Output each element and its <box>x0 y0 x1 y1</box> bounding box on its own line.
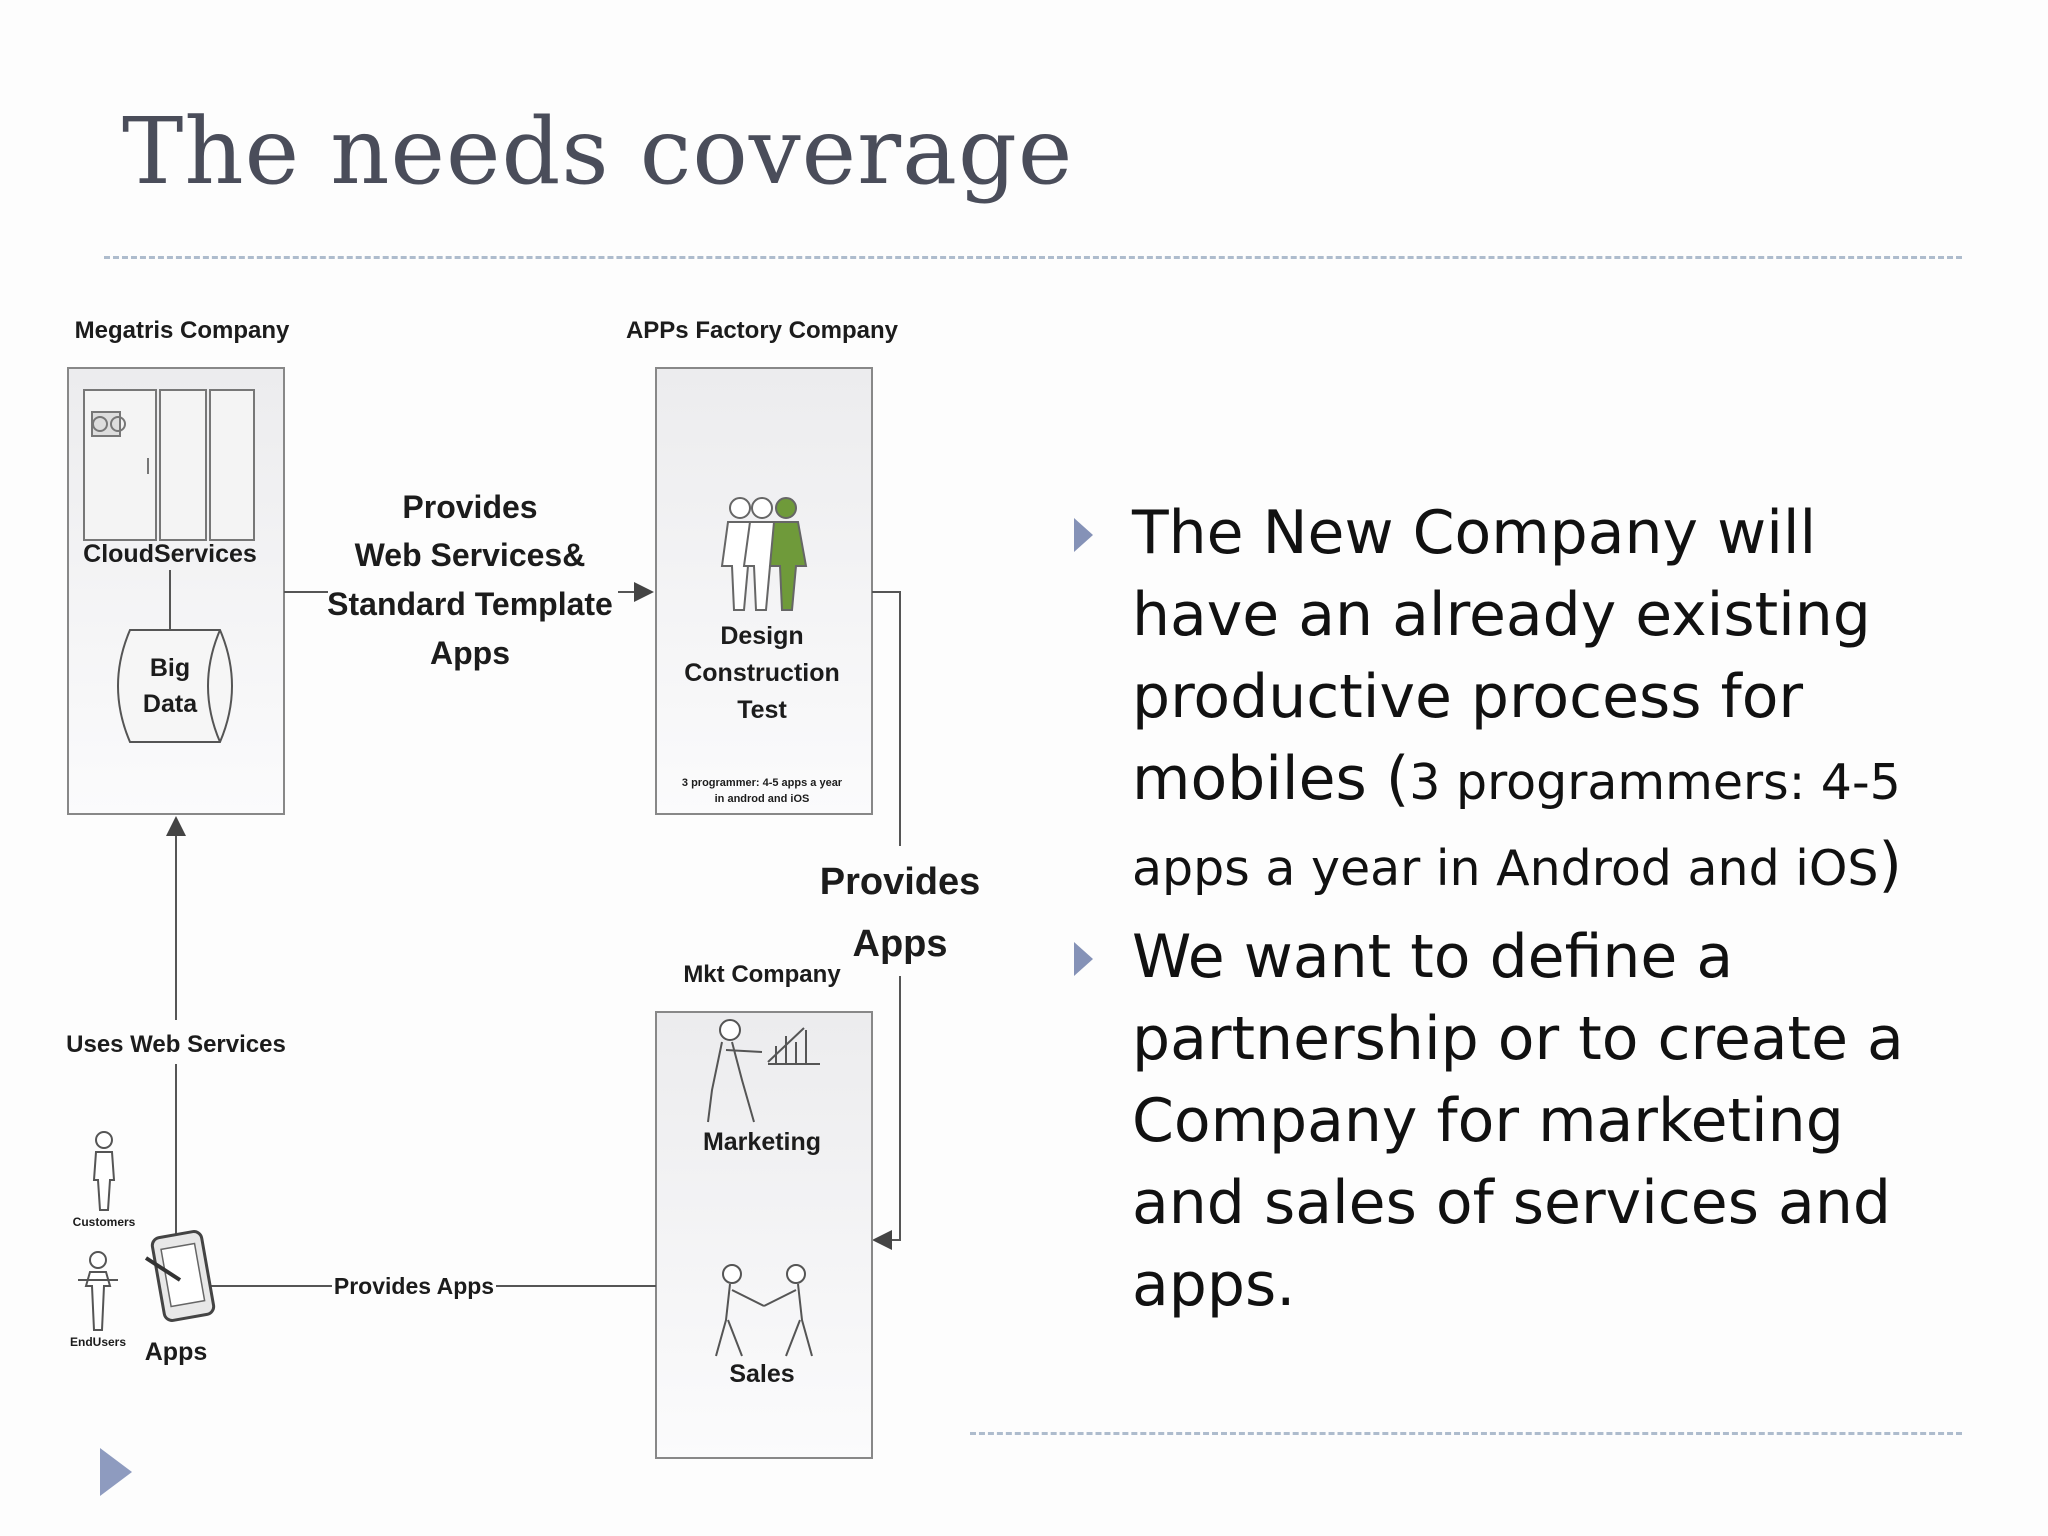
server-rack-icon <box>83 389 255 541</box>
bullet-item-2: We want to define a partnership or to cr… <box>1070 916 1970 1326</box>
edge-label-ws-3: Standard Template <box>327 586 613 622</box>
bullet-1-detail: 3 programmers: 4-5 apps a year in Androd… <box>1132 754 1901 897</box>
edge-label-uses-ws: Uses Web Services <box>66 1031 286 1058</box>
edge-label-ws-1: Provides <box>402 489 537 525</box>
mkt-box <box>655 1011 873 1459</box>
edge-label-ws-2: Web Services& <box>355 537 586 573</box>
edge-label-provides-apps-2: Apps <box>853 923 948 965</box>
bullet-2-text: We want to define a partnership or to cr… <box>1132 922 1904 1320</box>
factory-note-line1: 3 programmer: 4-5 apps a year <box>682 777 843 789</box>
sales-handshake-icon <box>715 1264 813 1357</box>
edge-label-provides-apps-bottom: Provides Apps <box>334 1273 494 1299</box>
customer-person-icon <box>92 1131 116 1211</box>
factory-note-line2: in androd and iOS <box>715 793 810 805</box>
team-people-icon <box>720 497 808 611</box>
apps-label: Apps <box>145 1338 208 1366</box>
customers-label: Customers <box>73 1215 136 1229</box>
marketing-label: Marketing <box>703 1128 821 1156</box>
bullet-item-1: The New Company will have an already exi… <box>1070 492 1970 910</box>
bigdata-label-line1: Big <box>150 654 190 682</box>
factory-title: APPs Factory Company <box>626 317 899 344</box>
business-diagram: Megatris Company CloudServices Big Data … <box>62 317 984 1459</box>
edge-label-provides-apps-1: Provides <box>820 861 981 903</box>
edge-label-ws-4: Apps <box>430 635 510 671</box>
enduser-person-icon <box>78 1251 118 1331</box>
process-design: Design <box>720 622 803 650</box>
slide-corner-triangle-icon <box>100 1448 132 1496</box>
edge-label-bg <box>328 480 618 690</box>
bullet-list: The New Company will have an already exi… <box>1070 492 1970 1332</box>
footer-divider <box>970 1432 1962 1435</box>
slide-title: The needs coverage <box>122 98 1074 205</box>
bullet-arrow-icon <box>1074 518 1093 552</box>
title-divider <box>104 256 1962 259</box>
bigdata-cylinder-edge <box>207 629 221 743</box>
endusers-label: EndUsers <box>70 1335 126 1349</box>
bullet-arrow-icon <box>1074 942 1093 976</box>
bigdata-label-line2: Data <box>143 690 198 718</box>
mkt-title: Mkt Company <box>683 961 841 988</box>
cloud-services-label: CloudServices <box>83 540 257 568</box>
bullet-1-close: ) <box>1878 830 1902 900</box>
edge-label-bg-right <box>816 846 984 976</box>
sales-label: Sales <box>729 1360 794 1388</box>
process-construction: Construction <box>684 659 840 687</box>
process-test: Test <box>737 696 787 724</box>
tablet-app-icon <box>144 1230 216 1322</box>
megatris-title: Megatris Company <box>75 317 290 344</box>
edge-label-bg-bottom <box>332 1270 496 1304</box>
edge-label-bg-left <box>62 1020 292 1064</box>
marketing-presenter-icon <box>707 1019 820 1123</box>
bullet-1-main: The New Company will have an already exi… <box>1132 498 1871 814</box>
